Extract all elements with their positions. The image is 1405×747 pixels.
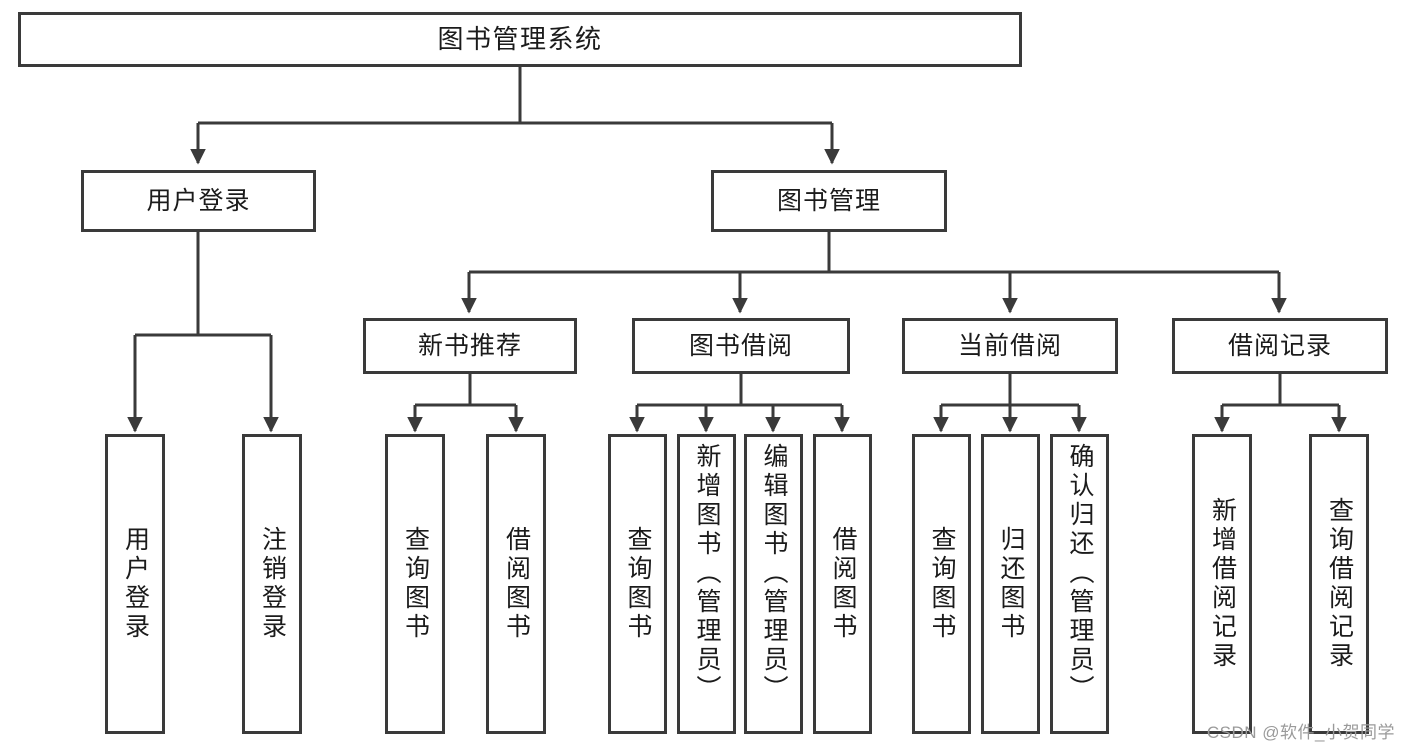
node-label: 借阅图书 — [829, 526, 857, 642]
node-label: 新增图书（管理员） — [693, 443, 721, 704]
node-label: 图书管理 — [776, 186, 881, 215]
node-label: 借阅记录 — [1227, 331, 1332, 360]
node-label: 查询借阅记录 — [1325, 497, 1354, 671]
leaf-borrow-book-recommend[interactable]: 借阅图书 — [486, 434, 546, 734]
watermark: CSDN @软件_小贺同学 — [1206, 723, 1395, 742]
node-book-management[interactable]: 图书管理 — [711, 170, 947, 232]
leaf-user-login[interactable]: 用户登录 — [105, 434, 165, 734]
node-label: 新书推荐 — [417, 331, 522, 360]
leaf-user-logout[interactable]: 注销登录 — [242, 434, 302, 734]
node-label: 用户登录 — [146, 186, 251, 215]
node-borrow-records[interactable]: 借阅记录 — [1172, 318, 1388, 374]
node-label: 借阅图书 — [502, 526, 531, 642]
node-label: 编辑图书（管理员） — [760, 443, 788, 704]
node-label: 当前借阅 — [957, 331, 1062, 360]
node-label: 注销登录 — [258, 526, 287, 642]
leaf-add-book-admin[interactable]: 新增图书（管理员） — [677, 434, 736, 734]
node-root-system[interactable]: 图书管理系统 — [18, 12, 1022, 67]
leaf-query-book-recommend[interactable]: 查询图书 — [385, 434, 445, 734]
node-label: 查询图书 — [401, 526, 430, 642]
node-label: 确认归还（管理员） — [1066, 443, 1094, 704]
node-user-login[interactable]: 用户登录 — [81, 170, 316, 232]
node-current-borrow[interactable]: 当前借阅 — [902, 318, 1118, 374]
node-label: 查询图书 — [624, 526, 652, 642]
leaf-borrow-book[interactable]: 借阅图书 — [813, 434, 872, 734]
leaf-edit-book-admin[interactable]: 编辑图书（管理员） — [744, 434, 803, 734]
leaf-add-borrow-record[interactable]: 新增借阅记录 — [1192, 434, 1252, 734]
node-label: 图书借阅 — [688, 331, 793, 360]
node-label: 归还图书 — [997, 526, 1025, 642]
node-book-borrow[interactable]: 图书借阅 — [632, 318, 850, 374]
node-new-book-recommend[interactable]: 新书推荐 — [363, 318, 577, 374]
leaf-confirm-return-admin[interactable]: 确认归还（管理员） — [1050, 434, 1109, 734]
node-label: 图书管理系统 — [437, 23, 603, 54]
node-label: 用户登录 — [121, 526, 150, 642]
node-label: 新增借阅记录 — [1208, 497, 1237, 671]
node-label: 查询图书 — [928, 526, 956, 642]
leaf-return-book[interactable]: 归还图书 — [981, 434, 1040, 734]
leaf-query-book-current[interactable]: 查询图书 — [912, 434, 971, 734]
leaf-query-book-borrow[interactable]: 查询图书 — [608, 434, 667, 734]
leaf-query-borrow-record[interactable]: 查询借阅记录 — [1309, 434, 1369, 734]
